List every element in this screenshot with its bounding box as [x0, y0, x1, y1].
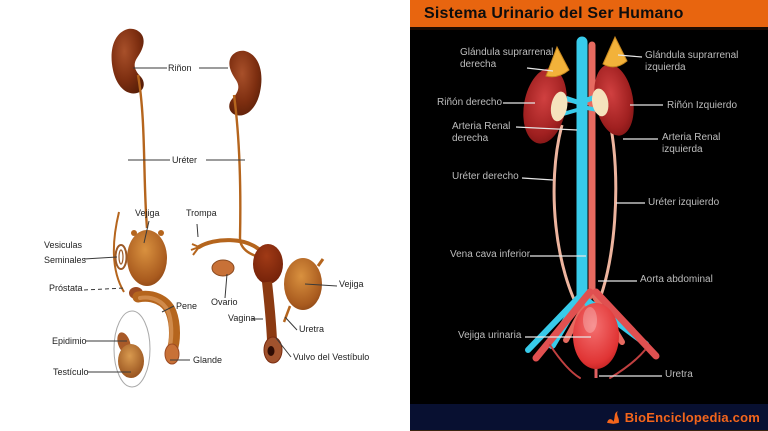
urinary-system-diagram: Glándula suprarrenal derecha Glándula su…: [410, 30, 768, 404]
vagina-illustration: [262, 281, 277, 341]
scrotum-outline: [113, 310, 151, 388]
urinary-system-illustration: [503, 35, 663, 379]
label-rinon-derecho: Riñón derecho: [437, 97, 503, 108]
fallopian-tube-illustration: [197, 238, 264, 254]
label-vulvo-del-vestibulo: Vulvo del Vestíbulo: [293, 352, 370, 362]
label-rinon-izquierdo: Riñón Izquierdo: [667, 100, 738, 111]
label-vesiculas-seminales: Vesiculas Seminales: [44, 240, 87, 265]
label-trompa: Trompa: [186, 208, 217, 218]
ureter-left-illustration: [136, 74, 149, 229]
label-arteria-renal-izquierda: Arteria Renal izquierda: [662, 132, 721, 155]
adrenal-gland-left: [602, 35, 628, 68]
kidney-left-illustration: [111, 28, 144, 94]
right-leader-lines: [503, 54, 663, 377]
label-vejiga-male: Vejiga: [135, 208, 160, 218]
bioenciclopedia-logo-icon: [606, 411, 619, 424]
label-vena-cava-inferior: Vena cava inferior: [450, 249, 531, 260]
label-vagina: Vagina: [228, 313, 256, 323]
brand-text: BioEnciclopedia.com: [624, 410, 760, 425]
kidney-left-body: [591, 64, 634, 136]
left-anatomy-illustration: [83, 28, 338, 388]
label-glandula-suprarrenal-derecha: Glándula suprarrenal derecha: [460, 47, 554, 70]
label-rinon: Riñon: [168, 63, 192, 73]
bladder-horn: [158, 230, 164, 236]
label-vejiga-urinaria: Vejiga urinaria: [458, 330, 522, 341]
label-epidimio: Epidimio: [52, 336, 87, 346]
ureter-left-vessel: [592, 117, 618, 313]
seminal-vesicle-illustration: [114, 244, 128, 270]
label-uretra: Uretra: [665, 369, 693, 380]
label-glandula-suprarrenal-izquierda: Glándula suprarrenal izquierda: [645, 50, 739, 73]
label-ureter-derecho: Uréter derecho: [452, 171, 519, 182]
label-testiculo: Testículo: [53, 367, 89, 377]
ureter-right-illustration: [232, 94, 265, 260]
adrenal-gland-right: [545, 45, 570, 78]
seminal-vesicle-inner: [118, 249, 124, 265]
label-aorta-abdominal: Aorta abdominal: [640, 274, 713, 285]
kidney-right-body: [523, 68, 568, 144]
glans-illustration: [164, 343, 180, 365]
bladder-horn: [131, 230, 137, 236]
panel-title: Sistema Urinario del Ser Humano: [424, 5, 684, 22]
bladder-female-illustration: [284, 258, 322, 310]
label-glande: Glande: [193, 355, 223, 365]
bladder-female-horn: [316, 258, 325, 267]
label-ureter: Uréter: [172, 155, 198, 165]
panel-footer: BioEnciclopedia.com: [410, 404, 768, 431]
label-ureter-izquierdo: Uréter izquierdo: [648, 197, 720, 208]
left-anatomy-panel: Riñon Uréter Vejiga Vesiculas Seminales …: [44, 28, 370, 388]
kidney-right-illustration: [229, 50, 262, 116]
panel-header: Sistema Urinario del Ser Humano: [410, 0, 768, 30]
bladder-body: [573, 303, 619, 369]
ureter-right-vessel: [552, 124, 584, 316]
vestibule-opening: [267, 346, 275, 356]
label-prostata: Próstata: [49, 283, 83, 293]
label-uretra-female: Uretra: [299, 324, 325, 334]
right-anatomy-panel: Sistema Urinario del Ser Humano: [410, 0, 768, 431]
left-leader-lines: [83, 67, 338, 373]
fimbriae-illustration: [190, 243, 200, 256]
bladder-male-illustration: [127, 230, 167, 286]
label-vejiga-female: Vejiga: [339, 279, 364, 289]
label-ovario: Ovario: [211, 297, 238, 307]
label-arteria-renal-derecha: Arteria Renal derecha: [452, 121, 511, 144]
testicle-illustration: [118, 344, 144, 378]
label-pene: Pene: [176, 301, 198, 311]
ovary-illustration: [211, 259, 235, 277]
bioenciclopedia-brand: BioEnciclopedia.com: [605, 409, 760, 426]
penis-highlight: [138, 295, 174, 348]
uterus-illustration: [253, 244, 283, 284]
bladder-highlight: [583, 307, 597, 333]
urethra-female-illustration: [282, 305, 292, 323]
